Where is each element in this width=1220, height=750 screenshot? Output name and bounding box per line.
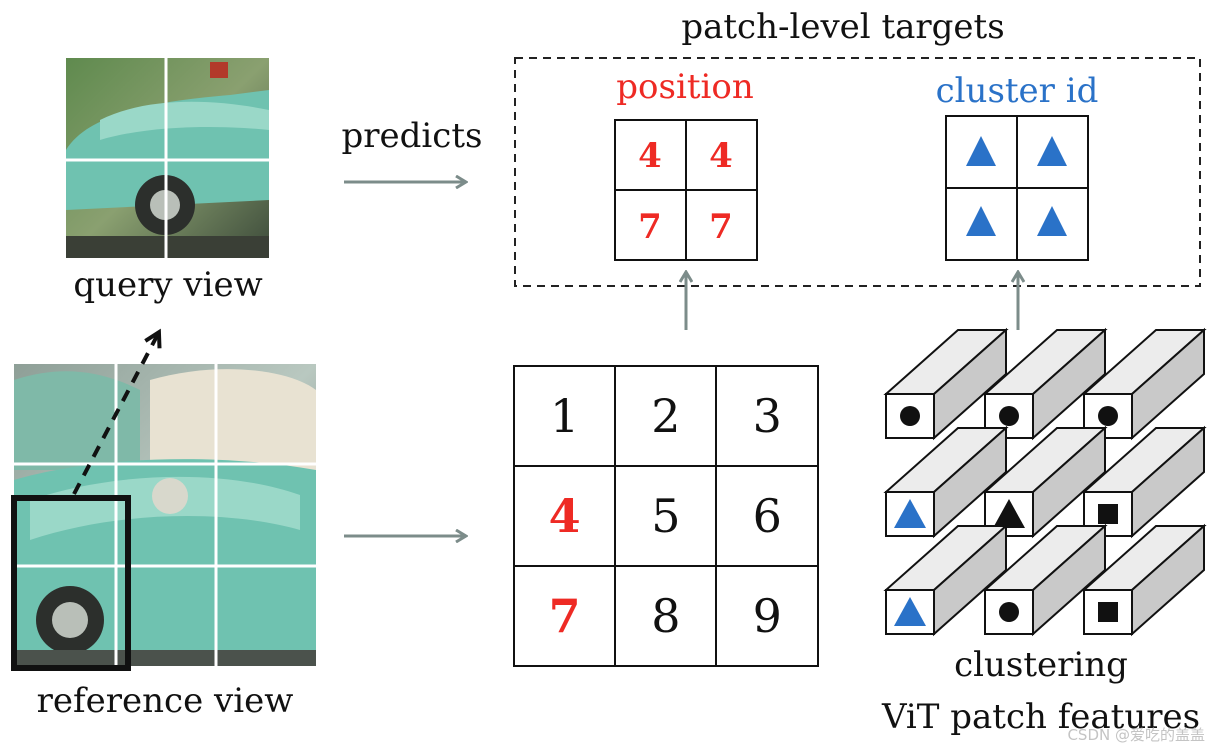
vit-patch-features-label: ViT patch features <box>881 697 1200 737</box>
triangle-icon <box>1037 206 1067 236</box>
triangle-icon <box>1037 136 1067 166</box>
triangle-icon <box>966 206 996 236</box>
circle-icon <box>999 602 1019 622</box>
position-target-grid: 4 4 7 7 <box>614 119 758 261</box>
grid-number: 6 <box>753 489 782 543</box>
query-view-label: query view <box>73 265 262 305</box>
patch-level-targets-title: patch-level targets <box>681 7 1004 47</box>
feature-cube <box>1081 425 1207 539</box>
grid-number: 2 <box>651 389 680 443</box>
feature-cube <box>883 327 1009 441</box>
triangle-icon <box>894 499 926 528</box>
feature-cube <box>883 425 1009 539</box>
position-cell: 7 <box>638 207 662 247</box>
square-icon <box>1098 504 1118 524</box>
feature-cube <box>982 425 1108 539</box>
feature-cube <box>1081 327 1207 441</box>
grid-number: 1 <box>550 389 579 443</box>
cluster-id-label: cluster id <box>936 71 1099 111</box>
triangle-icon <box>993 499 1025 528</box>
position-cell: 4 <box>638 136 662 176</box>
targets-dashed-box <box>514 57 1201 287</box>
circle-icon <box>1098 406 1118 426</box>
position-cell: 7 <box>709 207 733 247</box>
grid-number: 8 <box>651 589 680 643</box>
query-view-image <box>66 58 269 258</box>
triangle-icon <box>966 136 996 166</box>
watermark: CSDN @爱吃的盖盖 <box>1067 726 1205 744</box>
crop-dashed-arrow <box>72 334 158 495</box>
feature-cube <box>883 523 1009 637</box>
clustering-label: clustering <box>954 645 1128 685</box>
reference-view-label: reference view <box>37 681 294 721</box>
grid-number: 9 <box>753 589 782 643</box>
feature-cube <box>982 327 1108 441</box>
position-grid: 1 2 3 4 5 6 7 8 9 <box>513 365 819 667</box>
feature-cube <box>982 523 1108 637</box>
feature-cube <box>1081 523 1207 637</box>
square-icon <box>1098 602 1118 622</box>
reference-view-image <box>11 364 316 671</box>
circle-icon <box>999 406 1019 426</box>
crop-box <box>11 495 131 671</box>
grid-number: 5 <box>651 489 680 543</box>
grid-number: 3 <box>753 389 782 443</box>
cluster-target-grid <box>945 115 1089 261</box>
predicts-label: predicts <box>342 116 483 156</box>
grid-number: 4 <box>549 489 581 543</box>
triangle-icon <box>894 597 926 626</box>
position-cell: 4 <box>709 136 733 176</box>
position-label: position <box>616 67 753 107</box>
grid-number: 7 <box>549 589 581 643</box>
vit-feature-cubes <box>883 327 1207 637</box>
circle-icon <box>900 406 920 426</box>
